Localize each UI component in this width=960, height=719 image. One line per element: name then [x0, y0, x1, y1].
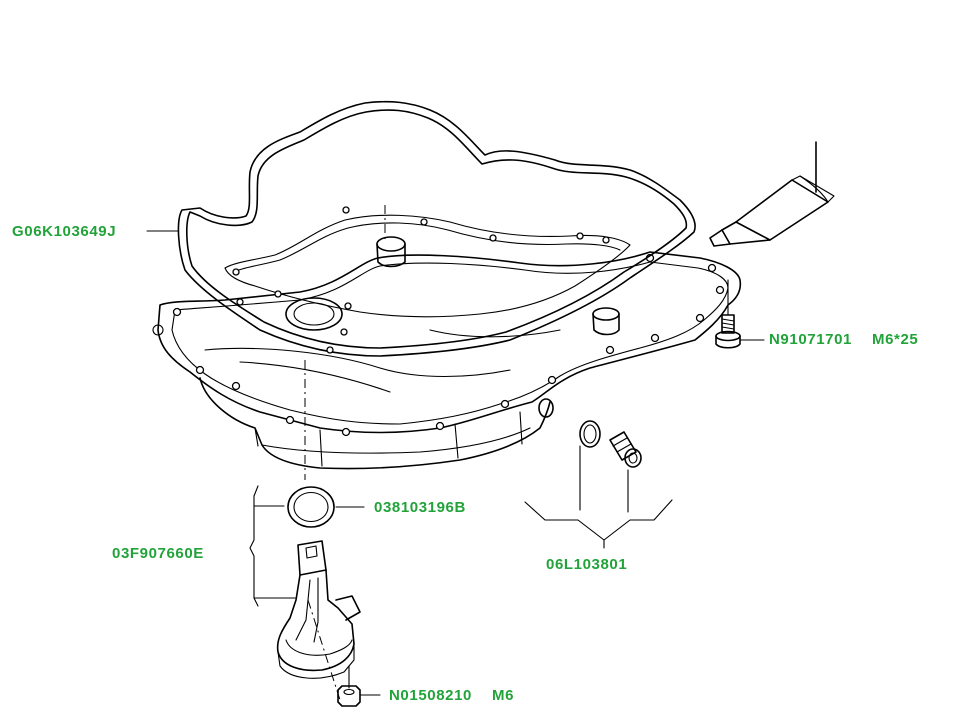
- bolt-number: N91071701: [769, 331, 852, 348]
- gasket-boss: [376, 236, 406, 268]
- oil-level-sensor-number: 03F907660E: [112, 545, 204, 562]
- bolt-spec: M6*25: [871, 331, 919, 348]
- sensor-nut-spec: M6: [491, 687, 515, 704]
- part-number-bolt[interactable]: N91071701 M6*25: [769, 332, 918, 347]
- part-number-pan-gasket[interactable]: G06K103649J: [12, 224, 116, 239]
- oil-level-sensor-drawing: [276, 540, 361, 701]
- dowel-boss: [592, 307, 620, 336]
- sensor-bracket: [249, 485, 296, 607]
- pan-gasket: [177, 100, 696, 357]
- flange-bolt-holes: [172, 253, 725, 437]
- drain-plug-set-number: 06L103801: [546, 556, 628, 573]
- part-number-sensor-nut[interactable]: N01508210 M6: [389, 688, 514, 703]
- sealant-tube: [709, 141, 835, 247]
- part-number-seal-ring[interactable]: 038103196B: [374, 500, 466, 515]
- bolt-drawing: [715, 279, 765, 349]
- oil-pan: [152, 251, 742, 480]
- seal-ring-drawing: [287, 486, 365, 528]
- sensor-nut-number: N01508210: [389, 687, 472, 704]
- part-number-drain-plug-set[interactable]: 06L103801: [546, 557, 627, 572]
- pan-gasket-number: G06K103649J: [12, 223, 117, 240]
- seal-ring-number: 038103196B: [374, 499, 466, 516]
- part-number-oil-level-sensor[interactable]: 03F907660E: [112, 546, 204, 561]
- gasket-opening: [274, 290, 352, 336]
- drain-plug-set-drawing: [524, 420, 673, 549]
- sensor-nut-drawing: [337, 665, 381, 707]
